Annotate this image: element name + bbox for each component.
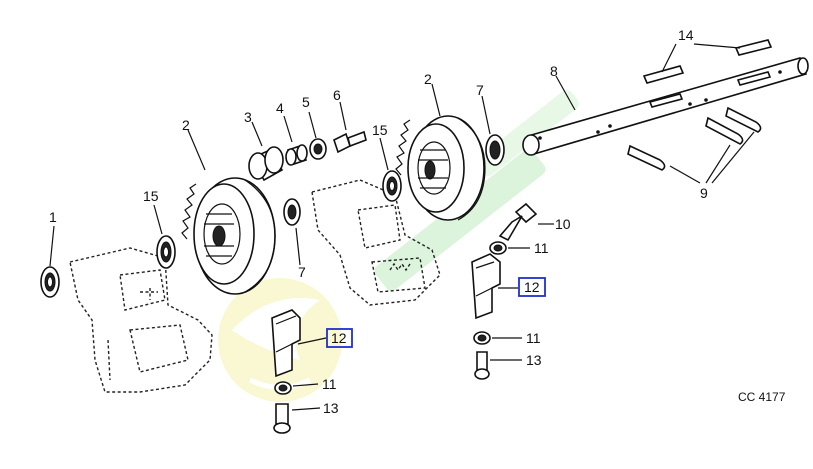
bracket-part-12-right bbox=[471, 253, 501, 320]
callout-12-left: 12 bbox=[331, 330, 347, 346]
center-axle-housing bbox=[311, 179, 441, 306]
washer-part-7-right bbox=[485, 134, 505, 166]
callout-2-right: 2 bbox=[424, 71, 432, 87]
nut-part-11-lower-left bbox=[274, 381, 292, 395]
callout-7-right: 7 bbox=[476, 82, 484, 98]
callout-2-left: 2 bbox=[182, 117, 190, 133]
callout-13-right: 13 bbox=[526, 352, 542, 368]
nut-part-5 bbox=[309, 138, 327, 160]
highlight-box-12-right bbox=[518, 277, 546, 297]
callout-11-lower-right: 11 bbox=[526, 330, 541, 346]
callout-7-left: 7 bbox=[298, 264, 306, 280]
seal-part-15-center bbox=[382, 170, 402, 202]
nut-part-11-lower-right bbox=[473, 331, 491, 345]
seal-part-1 bbox=[40, 266, 60, 298]
bolt-part-10 bbox=[498, 202, 538, 242]
nut-part-11-upper bbox=[489, 241, 507, 255]
callout-15-center: 15 bbox=[372, 122, 388, 138]
sleeve-part-4 bbox=[285, 144, 308, 166]
callout-8: 8 bbox=[550, 63, 558, 79]
figure-code: CC 4177 bbox=[738, 390, 786, 404]
differential-carrier-right-part-2 bbox=[395, 115, 486, 221]
callout-14: 14 bbox=[678, 27, 694, 43]
washer-part-7-left bbox=[283, 198, 301, 226]
callout-15-left: 15 bbox=[143, 188, 159, 204]
callout-1: 1 bbox=[49, 209, 57, 225]
callout-12-right: 12 bbox=[524, 279, 540, 295]
differential-carrier-left-part-2 bbox=[181, 177, 276, 295]
highlight-box-12-left bbox=[326, 328, 353, 348]
bushing-part-3 bbox=[248, 146, 284, 182]
callout-11-lower-left: 11 bbox=[322, 376, 337, 392]
callout-4: 4 bbox=[276, 100, 284, 116]
callout-11-upper: 11 bbox=[534, 240, 549, 256]
pins-part-9 bbox=[627, 106, 762, 171]
keys-part-14 bbox=[642, 39, 773, 84]
cross-shaft-part-8 bbox=[522, 57, 809, 156]
left-axle-housing bbox=[69, 247, 213, 393]
callout-10: 10 bbox=[555, 216, 571, 232]
bolt-part-13-left bbox=[273, 403, 291, 434]
bracket-part-12-left bbox=[271, 309, 301, 378]
seal-part-15-left bbox=[156, 235, 176, 269]
callout-13-left: 13 bbox=[323, 400, 339, 416]
callout-5: 5 bbox=[302, 94, 310, 110]
callout-9: 9 bbox=[700, 185, 708, 201]
bolt-part-13-right bbox=[474, 351, 490, 380]
bolt-part-6 bbox=[333, 130, 367, 154]
callout-3: 3 bbox=[244, 109, 252, 125]
callout-6: 6 bbox=[333, 87, 341, 103]
